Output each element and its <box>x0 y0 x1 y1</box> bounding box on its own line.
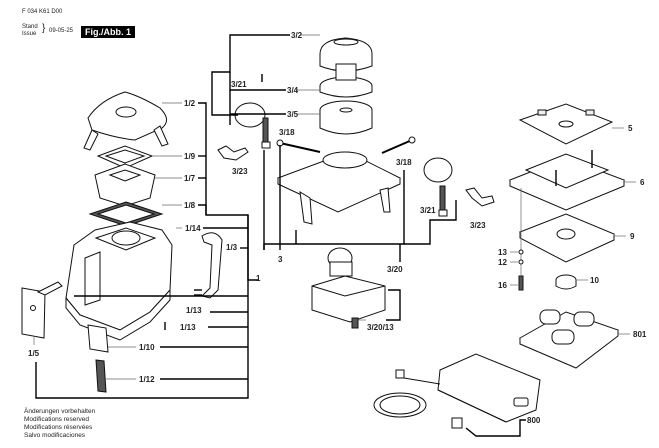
part-strip-1-12 <box>95 359 107 393</box>
part-laser-module-3-20 <box>311 247 386 329</box>
part-board-5 <box>518 103 614 145</box>
part-screw-3-18-left <box>276 139 321 153</box>
label-1-5: 1/5 <box>28 349 40 358</box>
part-housing <box>65 221 173 341</box>
label-3-5: 3/5 <box>287 110 299 119</box>
label-1-12: 1/12 <box>139 375 155 384</box>
part-seal-1-8 <box>88 201 164 227</box>
label-1-10: 1/10 <box>139 343 155 352</box>
part-cover-1-2 <box>83 91 169 151</box>
part-screw-1-13 <box>164 227 202 330</box>
label-3-20-13: 3/20/13 <box>367 323 394 332</box>
label-1-2: 1/2 <box>184 99 196 108</box>
part-clamp-3-23-right <box>465 187 495 207</box>
label-1-13a: 1/13 <box>186 306 202 315</box>
footer-line: Modifications réservées <box>24 424 93 431</box>
part-screw-3-18-right <box>381 136 416 154</box>
label-16: 16 <box>498 281 507 290</box>
footer-line: Salvo modificaciones <box>24 432 86 439</box>
issue-date: 09-05-25 <box>49 28 74 34</box>
label-3-18-left: 3/18 <box>279 128 295 137</box>
label-3-23-left: 3/23 <box>232 167 248 176</box>
part-clamp-3-23-left <box>217 145 249 161</box>
part-motor-3-5 <box>319 100 373 135</box>
label-1-13b: 1/13 <box>180 323 196 332</box>
figure-label: Fig./Abb. 1 <box>81 26 135 38</box>
part-battery-pack-801 <box>518 309 620 369</box>
part-base-frame <box>276 151 402 225</box>
part-plate-1-10 <box>87 324 109 353</box>
brace: } <box>42 23 46 34</box>
label-3-21-left: 3/21 <box>231 80 247 89</box>
stand-label: Stand <box>22 24 38 30</box>
label-3: 3 <box>278 255 283 264</box>
part-base-9 <box>518 213 616 263</box>
label-3-4: 3/4 <box>287 86 299 95</box>
part-rotor-3-4 <box>319 63 373 98</box>
label-3-23-right: 3/23 <box>470 221 486 230</box>
label-800: 800 <box>527 416 541 425</box>
label-1-3: 1/3 <box>226 243 238 252</box>
label-3-21-right: 3/21 <box>420 206 436 215</box>
document-number: F 034 K61 D00 <box>22 9 63 15</box>
label-9: 9 <box>630 232 635 241</box>
label-1-7: 1/7 <box>184 174 196 183</box>
part-motor-3-21-left <box>234 102 271 149</box>
label-801: 801 <box>633 330 647 339</box>
label-1: 1 <box>256 274 261 283</box>
footer-notes: Änderungen vorbehalten Modifications res… <box>24 408 95 440</box>
part-cap-3-2 <box>319 37 373 72</box>
label-13: 13 <box>498 248 507 257</box>
part-knob-10 <box>555 274 577 290</box>
label-3-18-right: 3/18 <box>396 158 412 167</box>
label-3-20: 3/20 <box>387 265 403 274</box>
part-window-1-7 <box>94 163 156 207</box>
label-5: 5 <box>628 124 633 133</box>
part-charger-800 <box>373 353 541 429</box>
part-screw-16 <box>518 275 524 291</box>
part-motor-3-21-right <box>423 157 453 217</box>
issue-label: Issue <box>22 31 37 37</box>
label-10: 10 <box>590 276 599 285</box>
footer-line: Änderungen vorbehalten <box>24 408 96 415</box>
label-6: 6 <box>640 178 645 187</box>
label-12: 12 <box>498 258 507 267</box>
label-1-14: 1/14 <box>185 224 201 233</box>
part-frame-6 <box>508 150 626 211</box>
label-1-9: 1/9 <box>184 152 196 161</box>
part-handle-1-3 <box>201 232 223 299</box>
label-1-8: 1/8 <box>184 201 196 210</box>
footer-line: Modifications reserved <box>24 416 90 423</box>
part-label-plate-1-5 <box>21 281 63 339</box>
label-3-2: 3/2 <box>291 31 303 40</box>
